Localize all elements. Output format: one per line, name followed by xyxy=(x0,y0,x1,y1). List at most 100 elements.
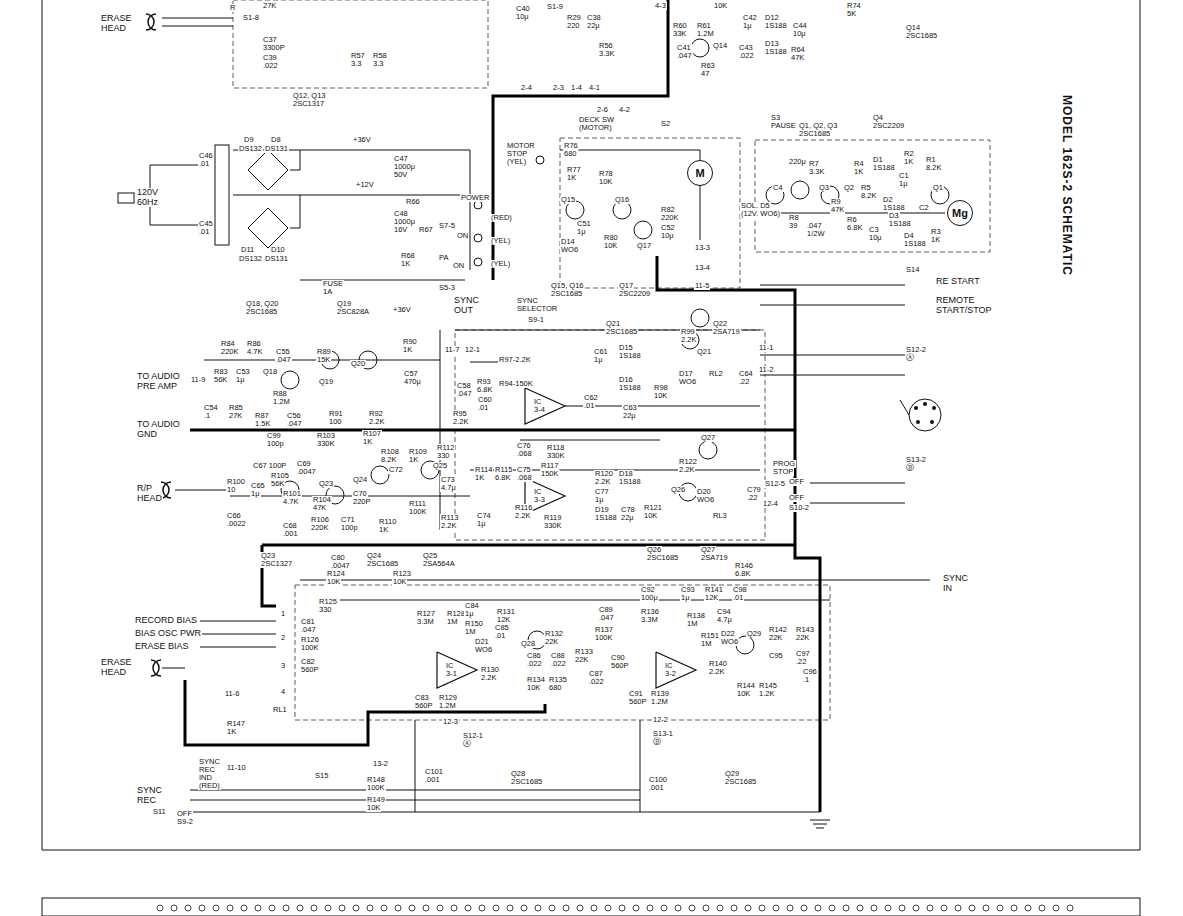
schematic-label: 3-1 xyxy=(445,670,458,678)
schematic-label: 11-5 xyxy=(694,282,710,290)
wire xyxy=(162,26,233,27)
schematic-label: R100 xyxy=(226,478,246,486)
schematic-label: C65 xyxy=(250,482,266,490)
schematic-label: 1.2M xyxy=(272,398,291,406)
schematic-label: RECORD BIAS xyxy=(134,616,198,626)
wire xyxy=(190,812,820,813)
schematic-label: 220P xyxy=(352,498,372,506)
schematic-label: 1S188 xyxy=(618,352,642,360)
schematic-label: 3-2 xyxy=(664,670,677,678)
schematic-label: R9 xyxy=(830,198,842,206)
schematic-label: .0047 xyxy=(330,562,351,570)
schematic-label: R93 xyxy=(476,378,492,386)
schematic-label: 3.3 xyxy=(372,60,384,68)
schematic-label: +36V xyxy=(392,306,412,314)
schematic-label: .047 xyxy=(275,356,292,364)
schematic-label: Q18, Q20 xyxy=(245,300,280,308)
schematic-label: 1μ xyxy=(235,376,246,384)
schematic-label: TO AUDIO xyxy=(136,420,181,430)
schematic-label: 120V xyxy=(136,188,159,198)
schematic-label: R128 xyxy=(446,610,466,618)
schematic-label: C94 xyxy=(716,608,732,616)
schematic-label: Q15 xyxy=(560,196,576,204)
schematic-label: R122 xyxy=(678,458,698,466)
schematic-label: PAUSE xyxy=(770,122,797,130)
schematic-label: 3-4 xyxy=(533,406,546,414)
schematic-label: R113 xyxy=(440,514,459,522)
schematic-label: Q14 xyxy=(712,42,728,50)
schematic-label: 22K xyxy=(544,638,559,646)
schematic-label: R114 xyxy=(474,466,493,474)
schematic-label: D17 xyxy=(678,370,694,378)
schematic-label: Q22 xyxy=(712,320,728,328)
schematic-label: 1S188 xyxy=(882,204,906,212)
schematic-label: C98 xyxy=(732,586,748,594)
schematic-label: .01 xyxy=(732,594,744,602)
schematic-label: 100K xyxy=(594,634,614,642)
schematic-label: C53 xyxy=(235,368,251,376)
schematic-label: .01 xyxy=(583,402,595,410)
terminal-pin xyxy=(633,905,639,911)
connector-pin xyxy=(930,420,934,424)
schematic-label: C71 xyxy=(340,516,356,524)
schematic-label: R151 xyxy=(700,632,720,640)
terminal-pin xyxy=(941,905,947,911)
schematic-label: R107 xyxy=(362,430,382,438)
schematic-label: 1S188 xyxy=(872,164,896,172)
schematic-label: 2SC2209 xyxy=(872,122,905,130)
schematic-label: C101 xyxy=(424,768,444,776)
wire xyxy=(175,490,230,491)
schematic-label: R144 xyxy=(736,682,756,690)
schematic-label: 4.7μ xyxy=(440,484,457,492)
terminal-pin xyxy=(451,905,457,911)
schematic-label: 1μ xyxy=(680,594,691,602)
schematic-label: R109 xyxy=(408,448,428,456)
terminal-pin xyxy=(689,905,695,911)
schematic-label: 2.2K xyxy=(368,418,385,426)
schematic-label: .1 xyxy=(203,412,211,420)
wire xyxy=(162,668,185,669)
dashed-boundary xyxy=(755,140,990,252)
terminal-pin xyxy=(1053,905,1059,911)
schematic-label: C88 xyxy=(550,652,566,660)
sheet-border xyxy=(42,0,1140,850)
schematic-label: R146 xyxy=(734,562,754,570)
wire xyxy=(810,820,830,821)
schematic-label: C41 xyxy=(676,44,692,52)
din-connector xyxy=(909,399,941,431)
schematic-label: OFF xyxy=(788,478,805,486)
schematic-label: (YEL) xyxy=(490,237,511,245)
schematic-label: 2.2K xyxy=(708,668,725,676)
schematic-label: 10K xyxy=(736,690,751,698)
terminal-pin xyxy=(675,905,681,911)
schematic-label: R147 xyxy=(226,720,246,728)
schematic-label: 560P xyxy=(414,702,434,710)
terminal-pin xyxy=(647,905,653,911)
schematic-label: DS131 xyxy=(264,255,289,263)
wire xyxy=(810,503,905,504)
schematic-label: SYNC xyxy=(942,574,969,584)
schematic-label: 1M xyxy=(446,618,458,626)
schematic-label: S9-2 xyxy=(176,818,194,826)
terminal-pin xyxy=(535,905,541,911)
schematic-label: RL2 xyxy=(708,370,724,378)
wire xyxy=(760,355,905,356)
wire xyxy=(810,483,905,484)
schematic-label: 56K xyxy=(213,376,228,384)
dashed-boundary xyxy=(560,138,740,288)
schematic-label: S9-1 xyxy=(527,316,545,324)
schematic-label: 1S188 xyxy=(888,220,912,228)
schematic-label: 56K xyxy=(270,480,285,488)
schematic-label: 3-3 xyxy=(533,496,546,504)
schematic-label: 2.2K xyxy=(680,336,697,344)
schematic-label: 3.3 xyxy=(350,60,362,68)
wire xyxy=(415,720,416,812)
schematic-label: 2-6 xyxy=(596,106,609,114)
schematic-label: Q24 xyxy=(366,552,382,560)
schematic-label: C85 xyxy=(494,624,510,632)
schematic-label: R87 xyxy=(254,412,270,420)
terminal-pin xyxy=(983,905,989,911)
schematic-label: C93 xyxy=(680,586,696,594)
schematic-label: 50V xyxy=(393,171,408,179)
schematic-label: 2-4 xyxy=(520,84,533,92)
